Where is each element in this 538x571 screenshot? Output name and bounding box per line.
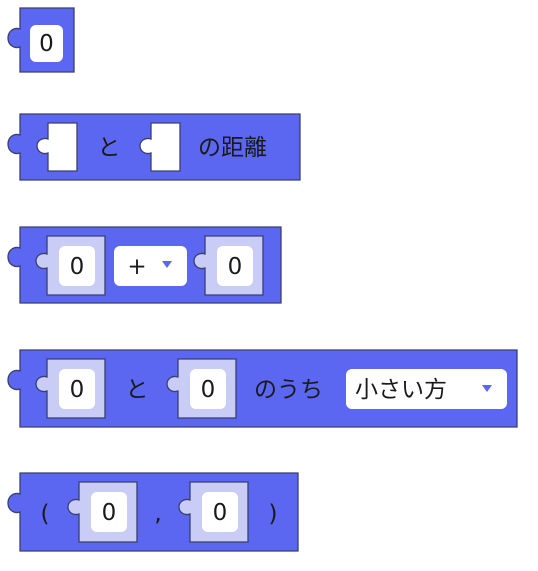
arithmetic-block[interactable]: 0 + 0 (0, 224, 292, 308)
tuple-second-value: 0 (213, 500, 228, 526)
distance-block[interactable]: と の距離 (0, 111, 310, 185)
tuple-close-paren: ) (269, 501, 278, 527)
tuple-first-value: 0 (102, 500, 117, 526)
minmax-left-field[interactable] (59, 369, 95, 409)
arithmetic-left-field[interactable] (59, 246, 95, 286)
distance-suffix: の距離 (198, 135, 267, 161)
tuple-first-field[interactable] (91, 492, 127, 532)
arithmetic-left-value: 0 (70, 254, 85, 280)
tuple-separator: , (154, 501, 161, 527)
triangle-down-icon (162, 261, 172, 268)
tuple-block[interactable]: ( 0 , 0 ) (0, 470, 310, 556)
minmax-left-value: 0 (70, 377, 85, 403)
minmax-right-value: 0 (201, 377, 216, 403)
number-value: 0 (39, 31, 54, 57)
arithmetic-right-field[interactable] (217, 246, 253, 286)
tuple-second-field[interactable] (202, 492, 238, 532)
distance-conjunction: と (98, 135, 121, 161)
arithmetic-right-value: 0 (228, 254, 243, 280)
min-max-dropdown[interactable] (346, 369, 507, 409)
minmax-conjunction: と (126, 377, 149, 403)
operator-label: + (127, 254, 146, 280)
minmax-phrase: のうち (254, 377, 323, 403)
tuple-open-paren: ( (41, 501, 50, 527)
number-block[interactable]: 0 (0, 5, 80, 73)
operator-dropdown[interactable] (114, 246, 187, 286)
distance-input-slot-b[interactable] (139, 122, 181, 172)
number-field[interactable] (30, 25, 63, 62)
triangle-down-icon (482, 385, 492, 392)
minmax-block[interactable]: 0 と 0 のうち 小さい方 (0, 347, 530, 431)
distance-input-slot-a[interactable] (36, 122, 78, 172)
min-max-dropdown-label: 小さい方 (355, 377, 447, 403)
minmax-right-field[interactable] (190, 369, 226, 409)
